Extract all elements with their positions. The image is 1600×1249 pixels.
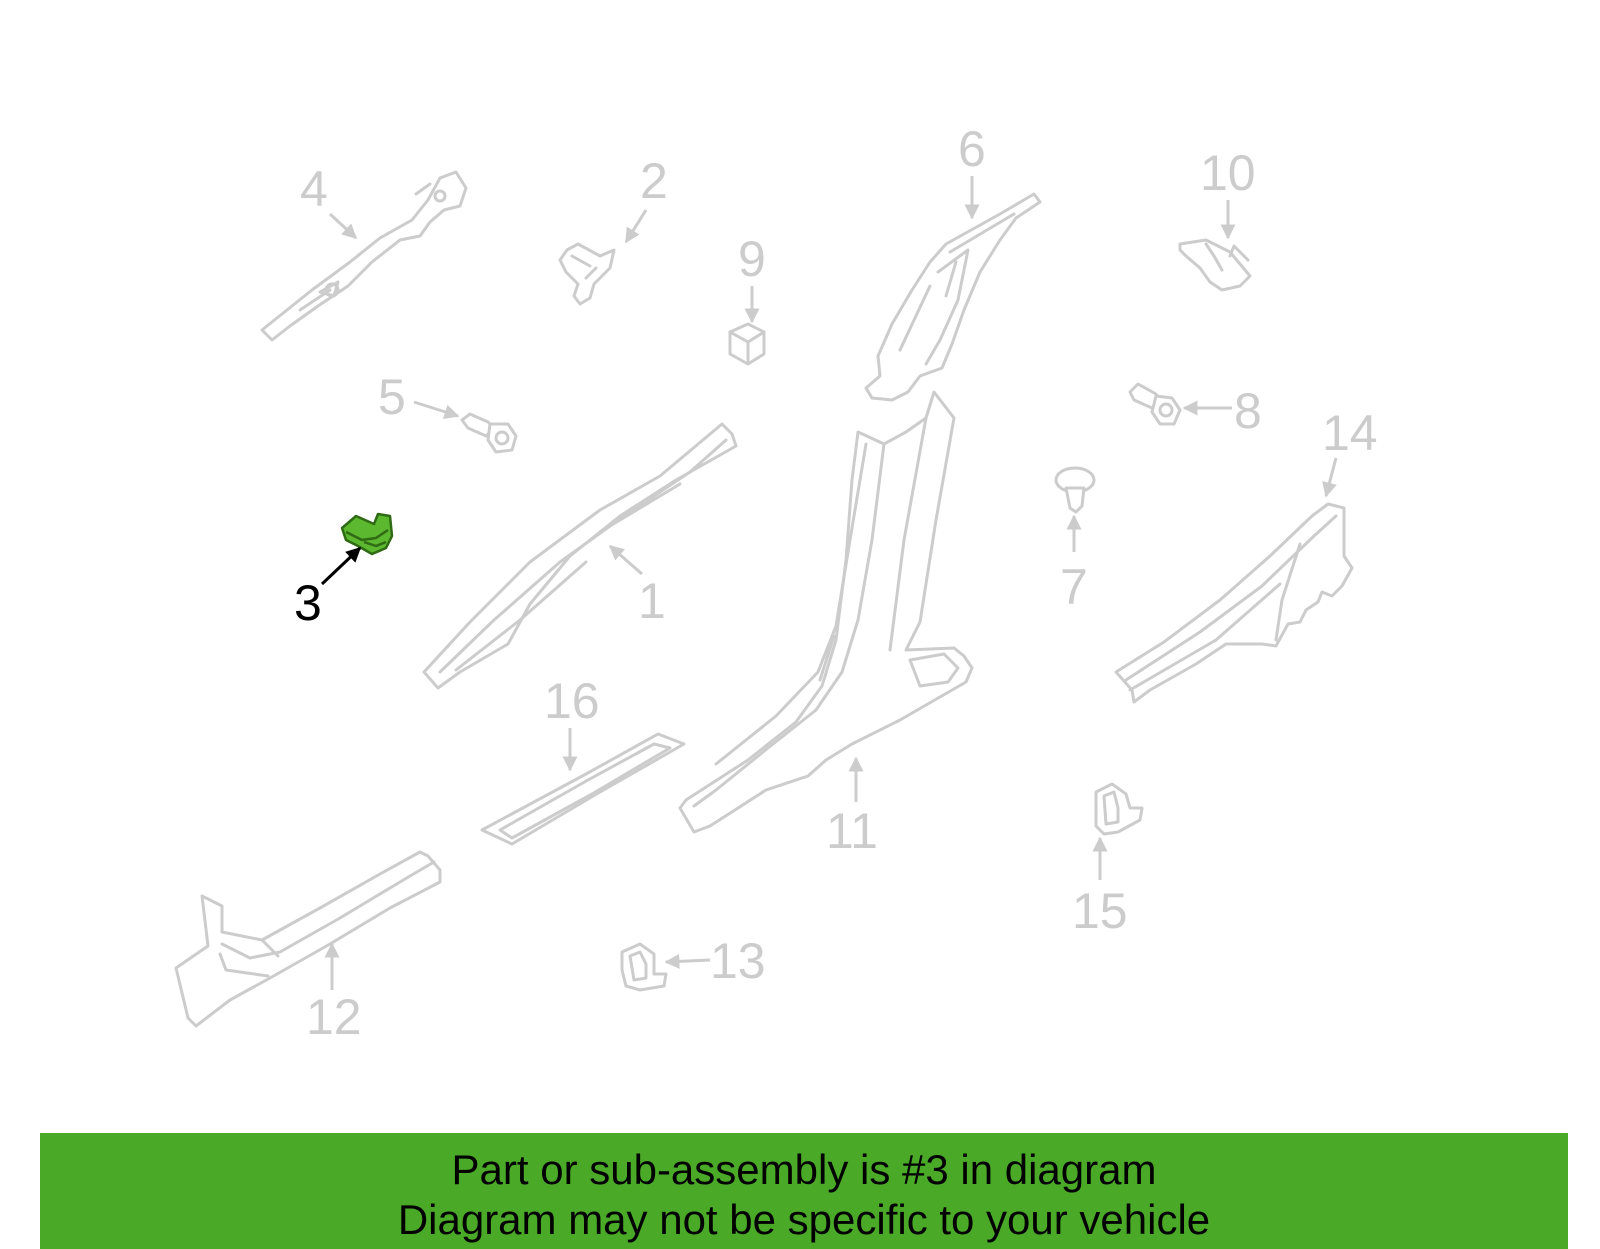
part-3-clip-highlighted: [340, 512, 394, 556]
info-banner: Part or sub-assembly is #3 in diagram Di…: [40, 1133, 1568, 1249]
leader-4: [328, 212, 358, 240]
part-14-rear-trim: [1114, 502, 1354, 704]
part-1-trim: [422, 422, 738, 690]
part-16-sill-plate: [480, 732, 686, 846]
banner-line-part-number: Part or sub-assembly is #3 in diagram: [451, 1146, 1157, 1193]
callout-16: 16: [544, 673, 600, 729]
part-15-clip: [1094, 782, 1144, 836]
part-7-push-pin: [1054, 466, 1096, 514]
leader-13: [664, 953, 711, 969]
callout-5: 5: [378, 369, 406, 425]
banner-line-disclaimer: Diagram may not be specific to your vehi…: [397, 1196, 1211, 1243]
leader-14: [1322, 457, 1338, 498]
part-12-lower-sill: [174, 850, 442, 1028]
part-10-push-clip: [1178, 238, 1252, 292]
leader-2: [624, 209, 648, 244]
callout-6: 6: [958, 121, 986, 177]
parts-diagram: 4 2 9 6 10 5 8 7 14 1 16 11 15 12 13 3: [174, 121, 1378, 1045]
callout-14: 14: [1322, 405, 1378, 461]
part-6-pillar-trim: [864, 192, 1042, 402]
part-13-clip: [620, 942, 668, 992]
callout-15: 15: [1072, 883, 1128, 939]
callout-3: 3: [294, 575, 322, 631]
callout-12: 12: [306, 989, 362, 1045]
callout-1: 1: [638, 573, 666, 629]
callout-7: 7: [1060, 559, 1088, 615]
callout-8: 8: [1234, 383, 1262, 439]
part-8-bolt: [1128, 382, 1182, 426]
part-9-block: [728, 322, 766, 366]
leader-5: [413, 400, 460, 420]
part-4-bracket: [260, 170, 468, 342]
callout-13: 13: [710, 933, 766, 989]
callout-9: 9: [738, 231, 766, 287]
part-5-bolt: [460, 412, 518, 454]
part-2-clip: [558, 242, 616, 306]
leader-1: [608, 544, 643, 576]
callout-2: 2: [640, 153, 668, 209]
callout-11: 11: [826, 803, 878, 859]
part-11-pillar: [678, 390, 974, 834]
callout-10: 10: [1200, 145, 1256, 201]
leader-3: [320, 546, 362, 586]
callout-4: 4: [300, 161, 328, 217]
